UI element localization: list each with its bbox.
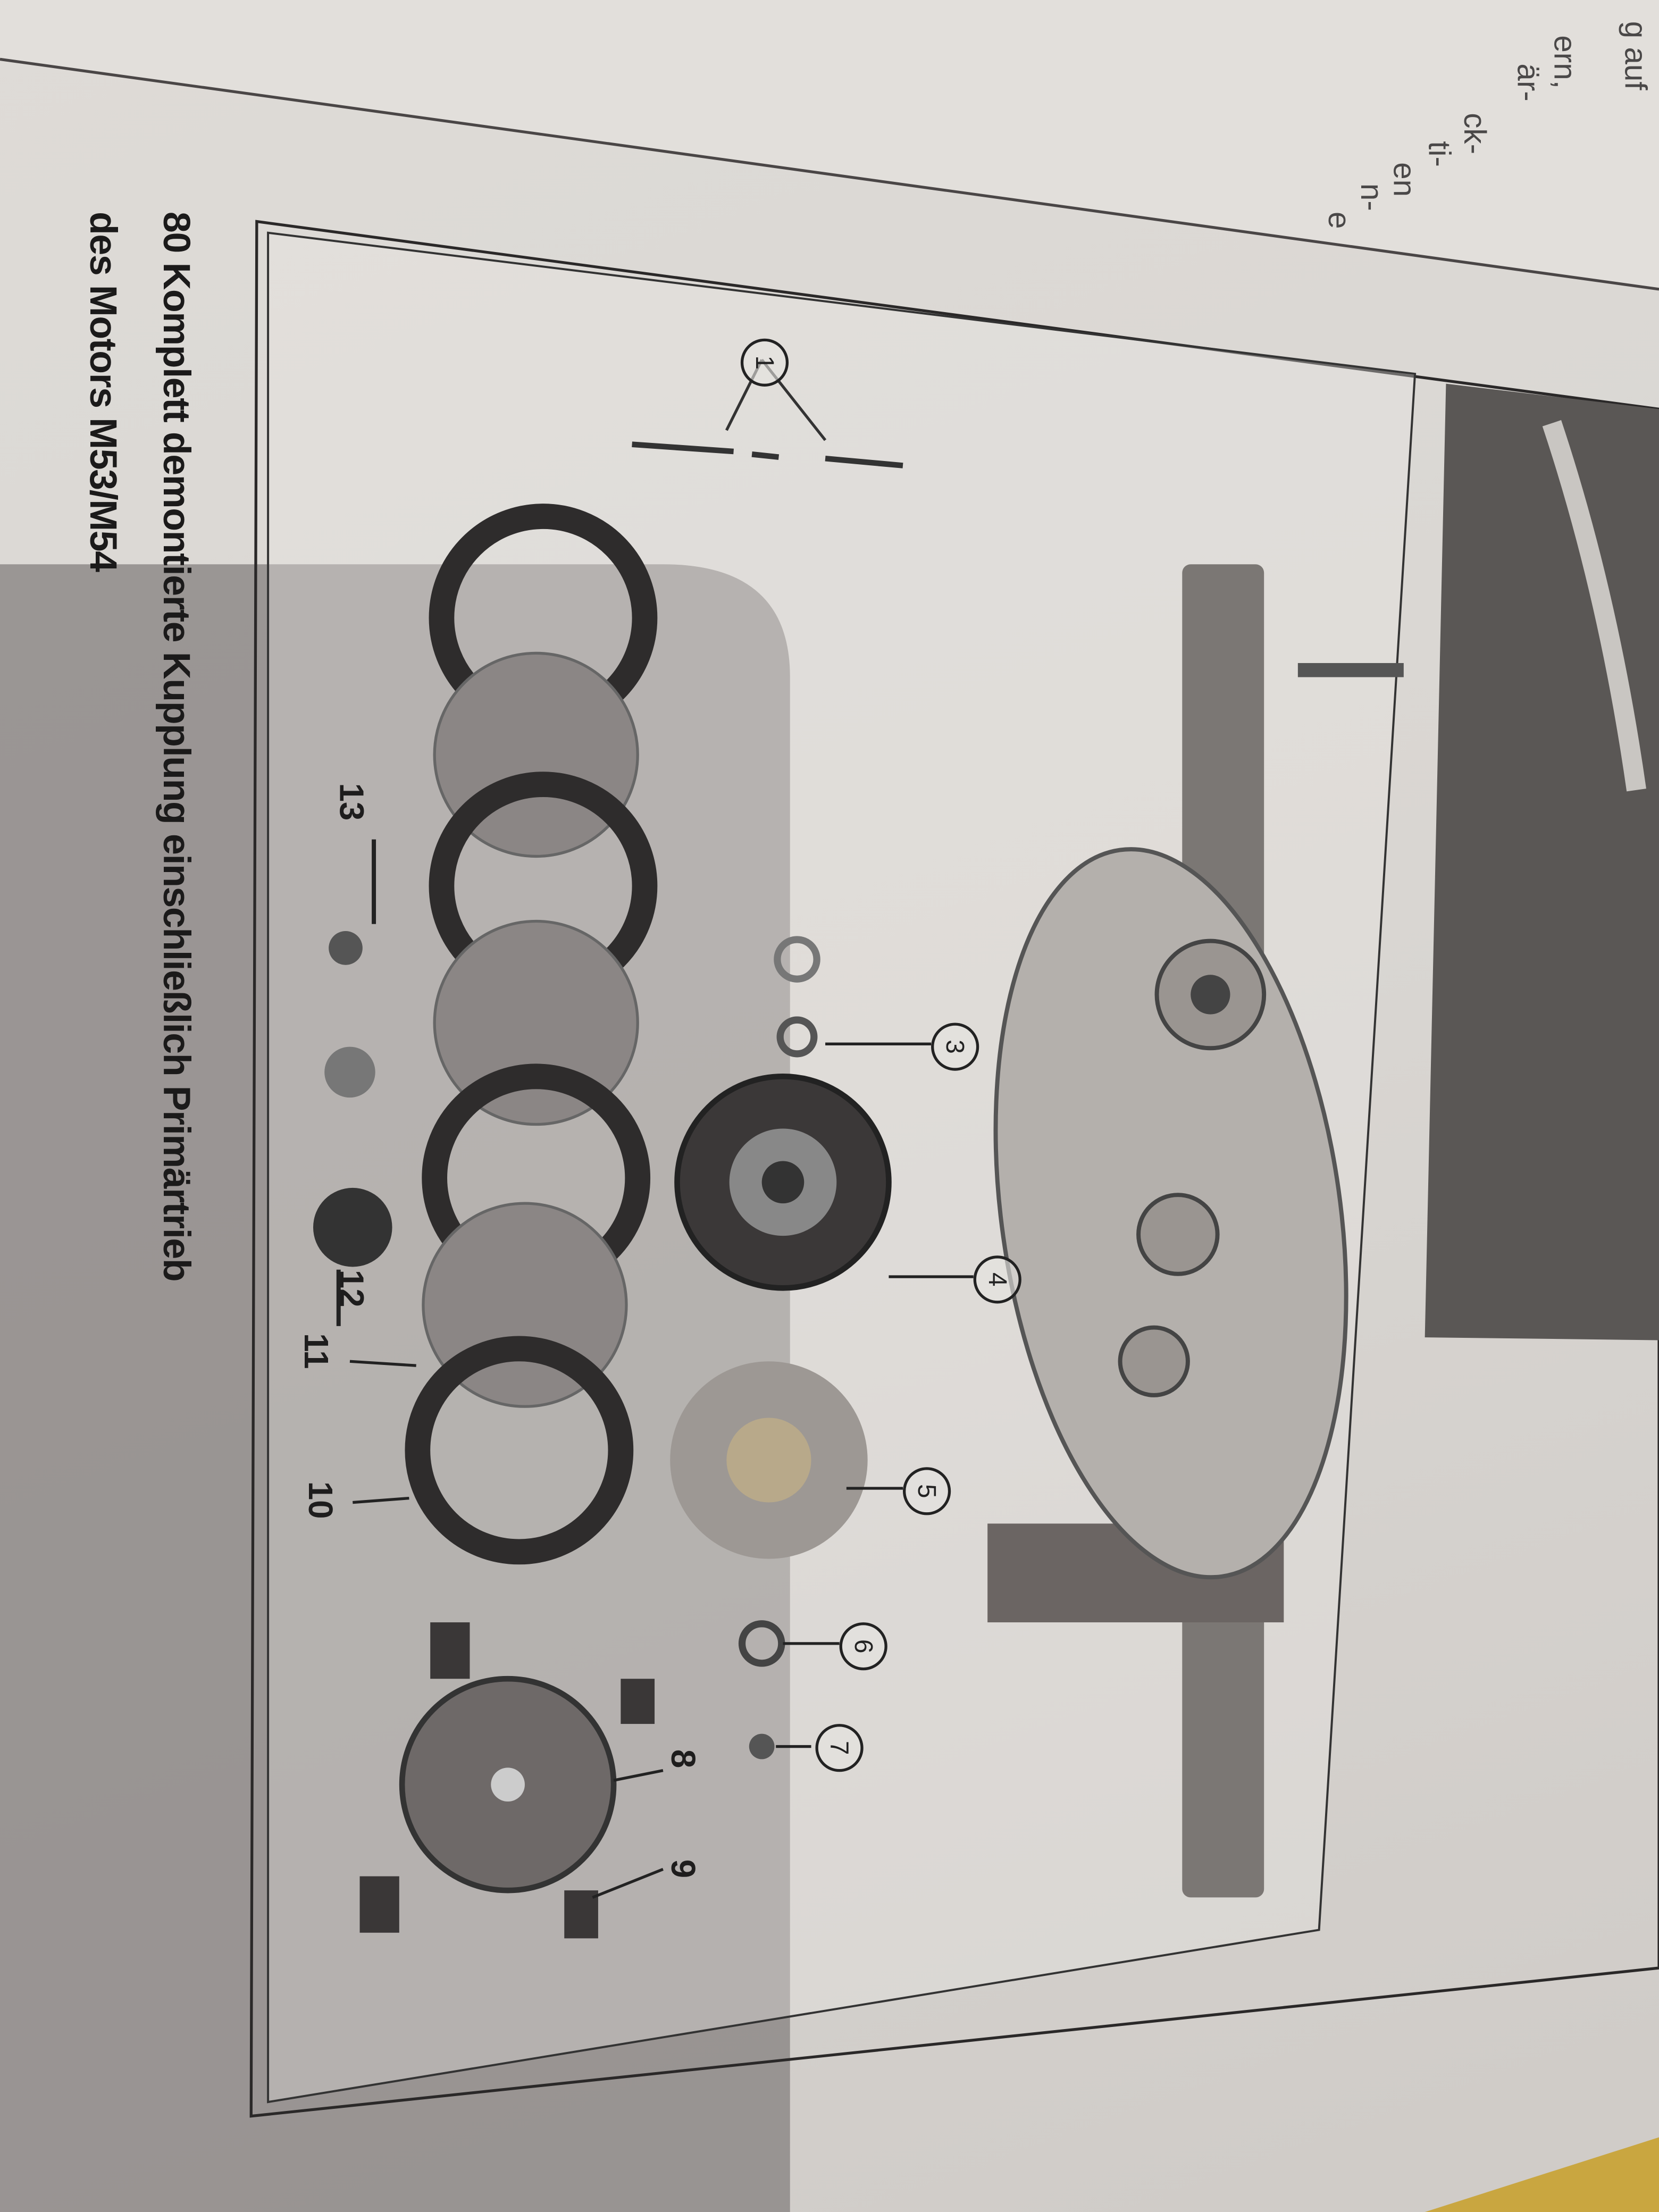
label-10: 10 bbox=[300, 1481, 339, 1519]
label-13: 13 bbox=[331, 783, 370, 821]
part-3 bbox=[776, 1016, 818, 1058]
figure-caption-line-2: des Motors M53/M54 bbox=[81, 211, 124, 572]
label-12: 12 bbox=[331, 1269, 370, 1308]
clutch-plates bbox=[405, 504, 658, 1565]
page-edge-line bbox=[0, 57, 1659, 291]
part-12-gear bbox=[313, 1187, 392, 1267]
facing-text-fragment: g auf bbox=[1618, 21, 1654, 90]
facing-page bbox=[0, 0, 1659, 289]
part-7 bbox=[749, 1733, 775, 1759]
table-corner bbox=[1425, 2137, 1659, 2212]
facing-text-fragment: n- bbox=[1354, 183, 1390, 211]
part-6 bbox=[738, 1620, 785, 1667]
facing-text-fragment: en bbox=[1386, 162, 1422, 197]
label-8: 8 bbox=[663, 1749, 701, 1769]
part-washer bbox=[774, 936, 820, 983]
callout-5: 5 bbox=[902, 1467, 951, 1515]
facing-text-fragment: ck- bbox=[1457, 113, 1493, 155]
label-9: 9 bbox=[663, 1859, 701, 1879]
facing-text-fragment: är- bbox=[1511, 63, 1546, 102]
callout-1: 1 bbox=[740, 338, 789, 387]
facing-text-fragment: e bbox=[1321, 211, 1358, 229]
callout-6: 6 bbox=[839, 1622, 887, 1671]
facing-text-fragment: ti- bbox=[1422, 141, 1457, 167]
label-11: 11 bbox=[296, 1333, 334, 1369]
callout-3: 3 bbox=[931, 1023, 979, 1071]
part-11 bbox=[324, 1046, 375, 1098]
adjacent-photo bbox=[1425, 383, 1659, 1340]
facing-text-fragment: ern, bbox=[1547, 35, 1583, 89]
callout-7: 7 bbox=[815, 1724, 864, 1772]
figure-caption-line-1: 80 Komplett demontierte Kupplung einschl… bbox=[155, 211, 198, 1281]
part-13-nut bbox=[329, 931, 363, 965]
callout-4: 4 bbox=[973, 1255, 1021, 1304]
